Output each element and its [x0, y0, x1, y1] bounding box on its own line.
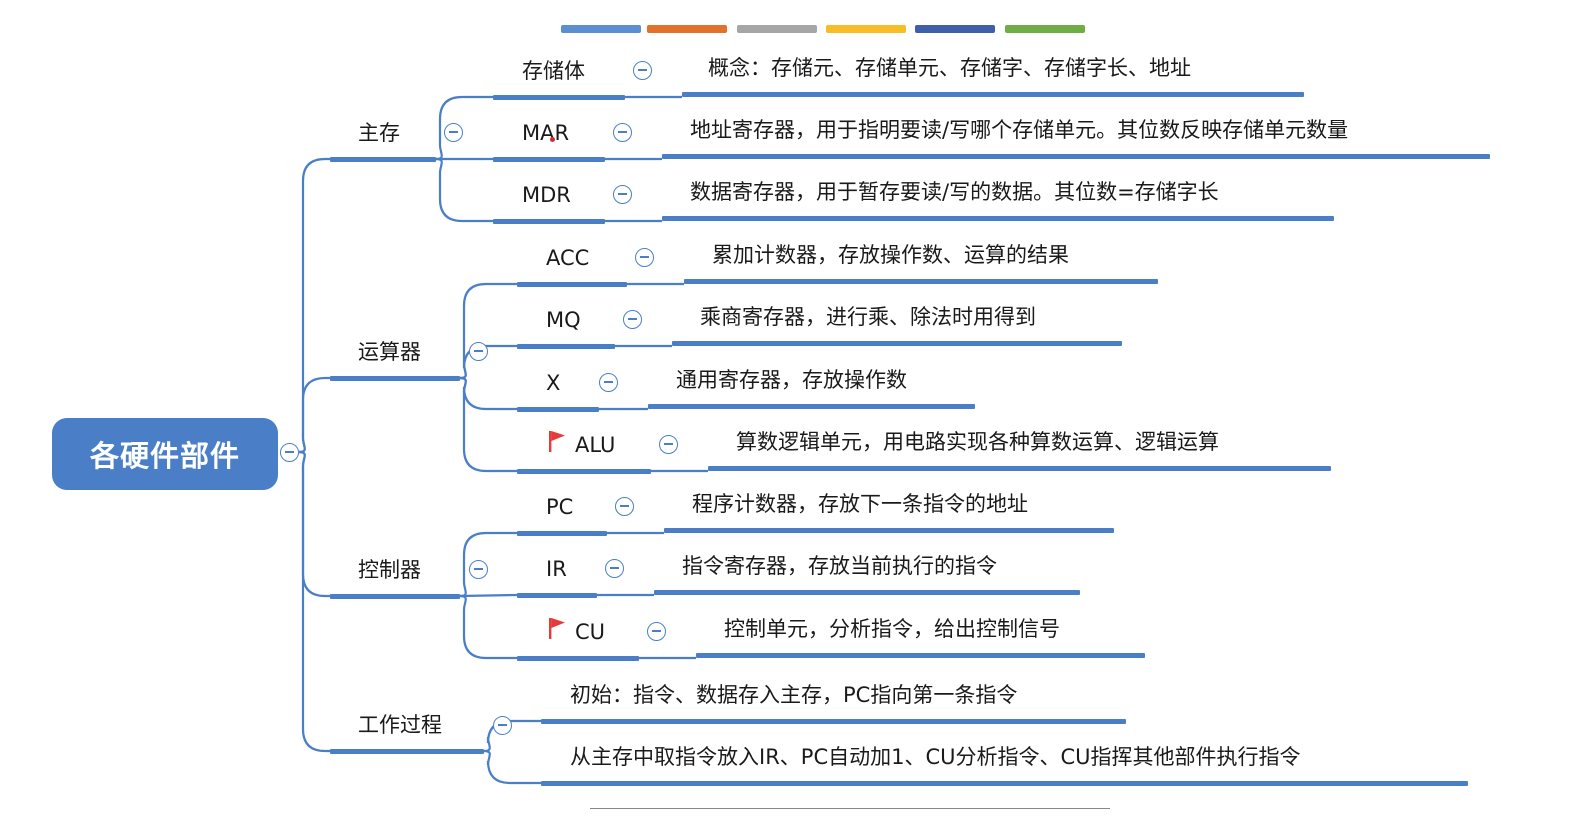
collapse-toggle-icon[interactable] — [635, 248, 654, 267]
palette-swatch-4[interactable] — [826, 25, 906, 33]
collapse-toggle-icon[interactable] — [613, 185, 632, 204]
detail-label[interactable]: 累加计数器，存放操作数、运算的结果 — [712, 243, 1069, 267]
branch-underline — [330, 157, 436, 162]
branch-underline — [330, 749, 484, 754]
child-label[interactable]: MDR — [522, 183, 571, 207]
child-underline — [493, 157, 605, 162]
detail-underline — [708, 466, 1331, 471]
palette-swatch-6[interactable] — [1005, 25, 1085, 33]
child-underline — [493, 219, 605, 224]
branch-child-connector — [459, 376, 517, 411]
branch-label[interactable]: 运算器 — [358, 340, 421, 364]
collapse-toggle-icon[interactable] — [599, 373, 618, 392]
branch-label[interactable]: 控制器 — [358, 558, 421, 582]
child-underline — [517, 469, 651, 474]
detail-underline — [684, 279, 1158, 284]
branch-child-connector — [459, 593, 518, 598]
collapse-toggle-icon[interactable] — [605, 559, 624, 578]
collapse-toggle-icon[interactable] — [633, 61, 652, 80]
branch-underline — [330, 594, 460, 599]
child-underline — [517, 531, 607, 536]
collapse-toggle-icon[interactable] — [615, 497, 634, 516]
palette-swatch-5[interactable] — [915, 25, 995, 33]
child-underline — [541, 719, 1126, 724]
palette-swatch-2[interactable] — [647, 25, 727, 33]
collapse-toggle-icon[interactable] — [613, 123, 632, 142]
child-label[interactable]: MQ — [546, 308, 581, 332]
bottom-divider — [590, 808, 1110, 809]
child-underline — [517, 656, 639, 661]
collapse-toggle-icon[interactable] — [444, 123, 463, 142]
annotation-dot — [550, 137, 555, 142]
branch-label[interactable]: 工作过程 — [358, 713, 442, 737]
collapse-toggle-icon[interactable] — [493, 716, 512, 735]
detail-label[interactable]: 地址寄存器，用于指明要读/写哪个存储单元。其位数反映存储单元数量 — [690, 118, 1349, 142]
palette-swatch-1[interactable] — [561, 25, 641, 33]
detail-label[interactable]: 程序计数器，存放下一条指令的地址 — [692, 492, 1028, 516]
detail-underline — [682, 92, 1304, 97]
red-flag-icon[interactable] — [546, 616, 568, 640]
detail-label[interactable]: 通用寄存器，存放操作数 — [676, 368, 907, 392]
child-label[interactable]: X — [546, 371, 561, 395]
child-label[interactable]: CU — [575, 620, 606, 644]
collapse-toggle-icon[interactable] — [623, 310, 642, 329]
detail-underline — [662, 154, 1490, 159]
child-underline — [541, 781, 1468, 786]
branch-underline — [330, 376, 460, 381]
detail-label[interactable]: 控制单元，分析指令，给出控制信号 — [724, 617, 1060, 641]
branch-child-connector — [483, 749, 541, 785]
root-collapse-icon[interactable] — [280, 443, 299, 462]
child-label[interactable]: MAR — [522, 121, 570, 145]
child-label[interactable]: 从主存中取指令放入IR、PC自动加1、CU分析指令、CU指挥其他部件执行指令 — [570, 745, 1301, 769]
child-label[interactable]: ALU — [575, 433, 616, 457]
root-node[interactable]: 各硬件部件 — [52, 418, 278, 490]
child-underline — [517, 407, 599, 412]
detail-underline — [654, 590, 1080, 595]
collapse-toggle-icon[interactable] — [647, 622, 666, 641]
detail-underline — [662, 216, 1334, 221]
child-label[interactable]: PC — [546, 495, 574, 519]
collapse-toggle-icon[interactable] — [659, 435, 678, 454]
child-label[interactable]: IR — [546, 557, 567, 581]
detail-label[interactable]: 数据寄存器，用于暂存要读/写的数据。其位数=存储字长 — [690, 180, 1219, 204]
branch-child-connector — [435, 157, 493, 223]
child-underline — [517, 344, 615, 349]
collapse-toggle-icon[interactable] — [469, 342, 488, 361]
branch-child-connector — [459, 376, 517, 473]
detail-label[interactable]: 乘商寄存器，进行乘、除法时用得到 — [700, 305, 1036, 329]
detail-label[interactable]: 概念：存储元、存储单元、存储字、存储字长、地址 — [708, 56, 1191, 80]
child-underline — [517, 593, 597, 598]
red-flag-icon[interactable] — [546, 429, 568, 453]
detail-label[interactable]: 指令寄存器，存放当前执行的指令 — [682, 554, 997, 578]
detail-underline — [648, 404, 975, 409]
detail-underline — [696, 653, 1145, 658]
detail-underline — [672, 341, 1122, 346]
detail-label[interactable]: 算数逻辑单元，用电路实现各种算数运算、逻辑运算 — [736, 430, 1219, 454]
child-underline — [493, 95, 625, 100]
child-label[interactable]: 初始：指令、数据存入主存，PC指向第一条指令 — [570, 683, 1018, 707]
branch-child-connector — [459, 282, 517, 380]
child-underline — [517, 282, 627, 287]
palette-swatch-3[interactable] — [737, 25, 817, 33]
root-branch-connector — [298, 450, 330, 753]
branch-child-connector — [459, 531, 517, 598]
child-label[interactable]: 存储体 — [522, 59, 585, 83]
root-branch-connector — [298, 376, 330, 454]
detail-underline — [664, 528, 1114, 533]
branch-child-connector — [435, 95, 493, 161]
child-label[interactable]: ACC — [546, 246, 590, 270]
collapse-toggle-icon[interactable] — [469, 560, 488, 579]
branch-child-connector — [459, 594, 517, 660]
branch-label[interactable]: 主存 — [358, 121, 400, 145]
